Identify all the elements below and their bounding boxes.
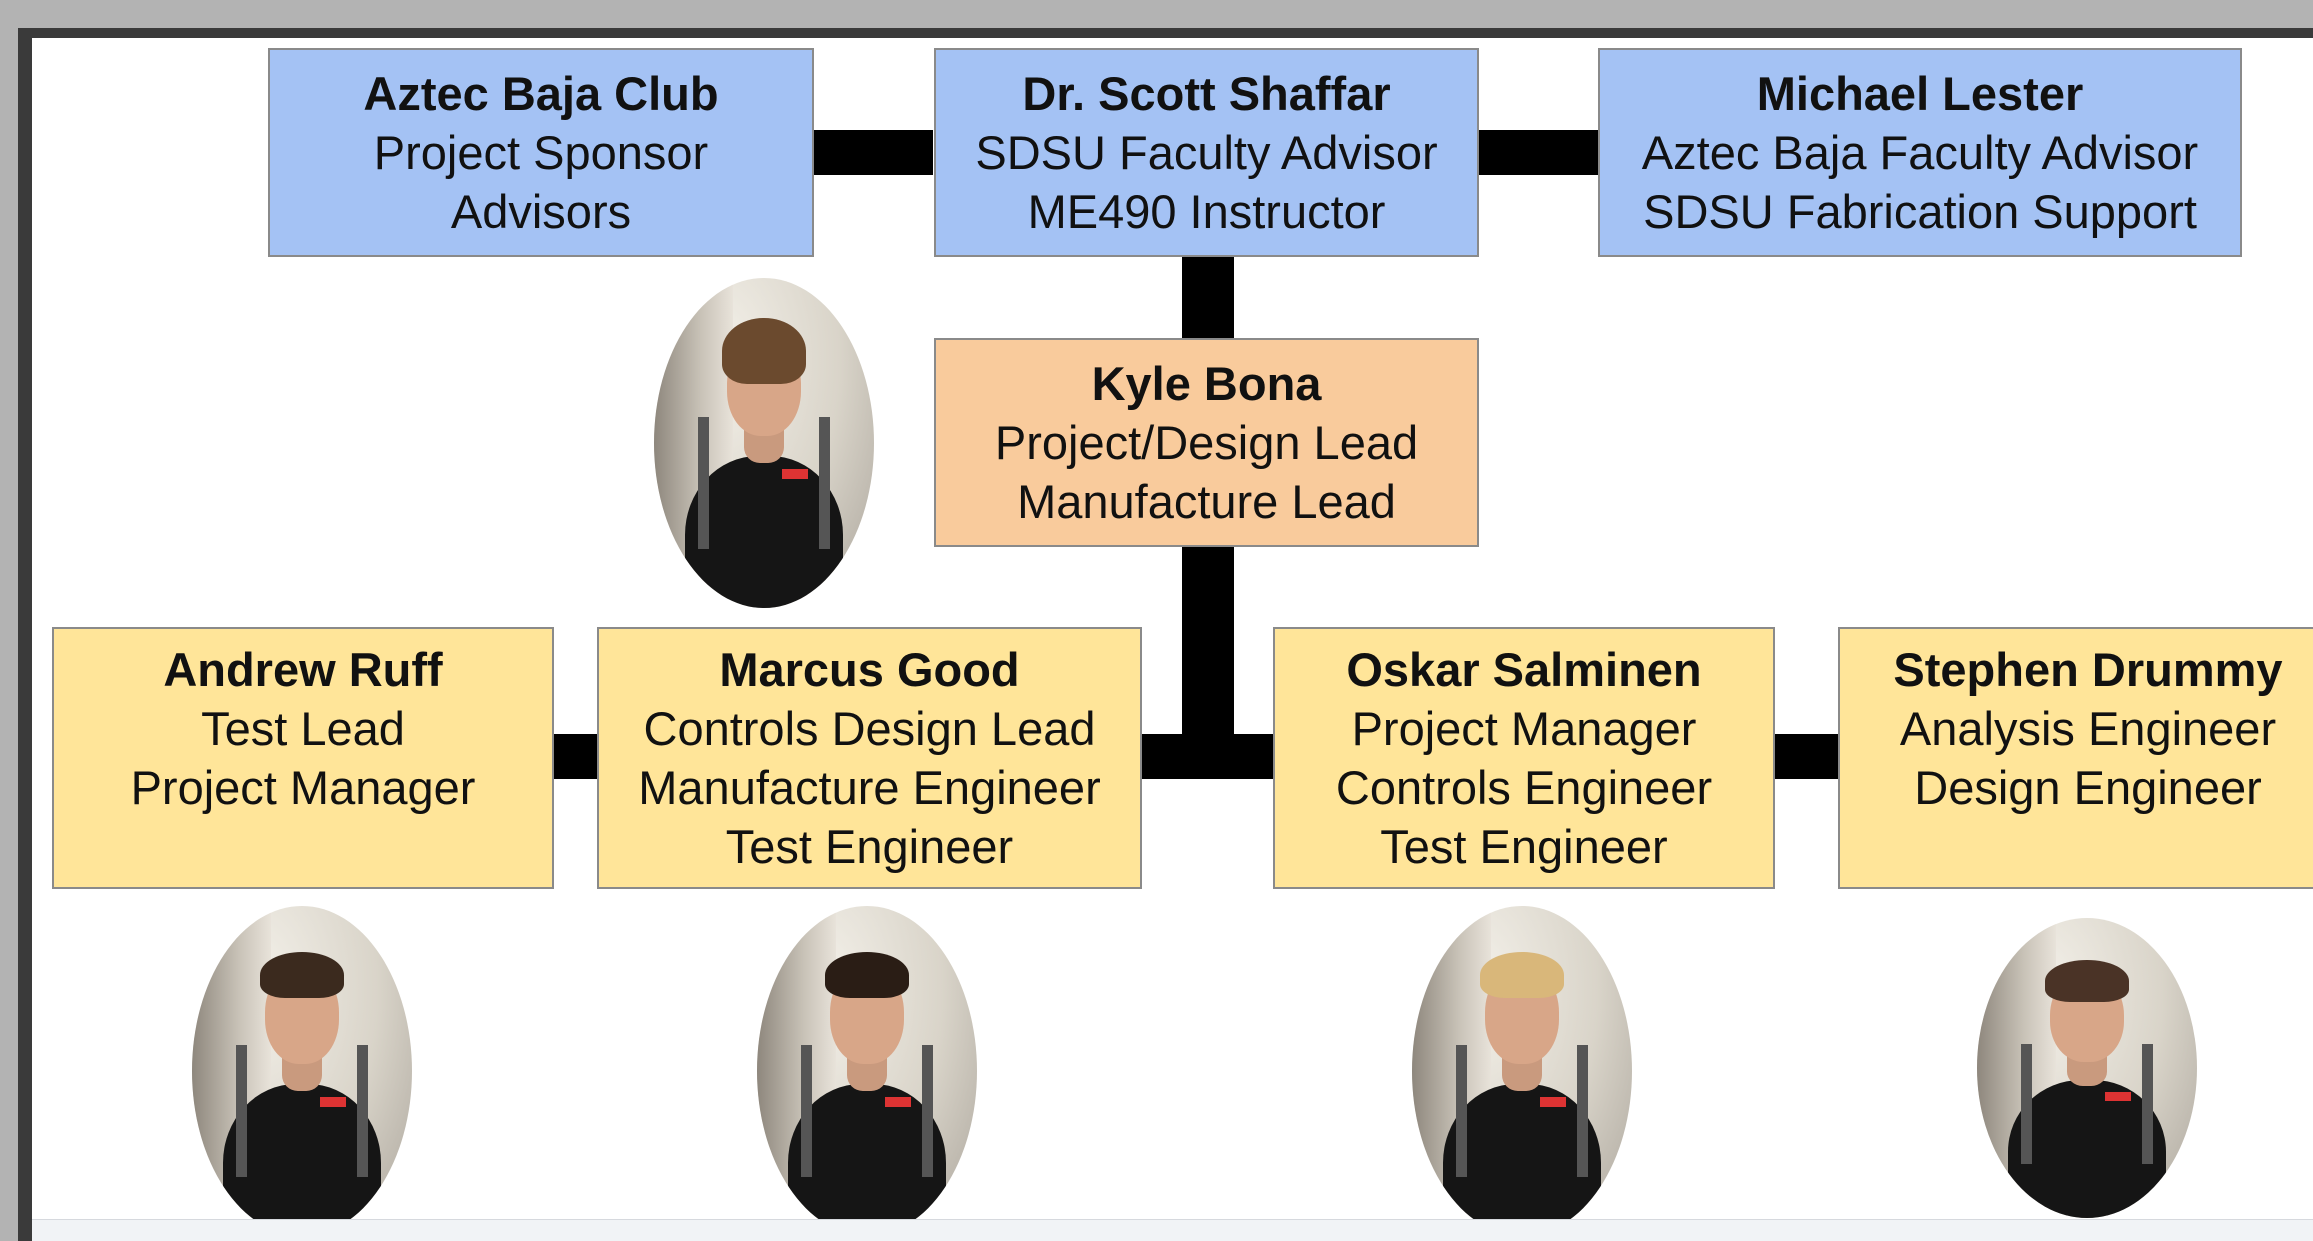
team-role: Test Engineer <box>1380 820 1668 873</box>
photo-oskar-salminen <box>1412 906 1632 1236</box>
team-role: Controls Design Lead <box>643 702 1096 755</box>
advisor-box-aztec-baja-club: Aztec Baja Club Project Sponsor Advisors <box>268 48 814 257</box>
advisor-role: SDSU Faculty Advisor <box>975 126 1438 179</box>
advisor-role: Aztec Baja Faculty Advisor <box>1641 126 2199 179</box>
advisor-role: Advisors <box>450 185 632 238</box>
team-role: Manufacture Engineer <box>638 761 1101 814</box>
lead-role: Project/Design Lead <box>994 416 1419 469</box>
team-box-oskar-salminen: Oskar Salminen Project Manager Controls … <box>1273 627 1775 889</box>
team-name: Marcus Good <box>719 643 1020 696</box>
photo-andrew-ruff <box>192 906 412 1236</box>
advisor-role: ME490 Instructor <box>1027 185 1386 238</box>
team-role: Design Engineer <box>1914 761 2262 814</box>
team-role: Test Lead <box>201 702 405 755</box>
team-name: Stephen Drummy <box>1893 643 2283 696</box>
team-role: Analysis Engineer <box>1899 702 2277 755</box>
photo-kyle-bona <box>654 278 874 608</box>
advisor-name: Aztec Baja Club <box>363 67 719 120</box>
connector-kyle-team <box>1182 546 1234 736</box>
advisor-name: Dr. Scott Shaffar <box>1022 67 1391 120</box>
advisor-box-scott-shaffar: Dr. Scott Shaffar SDSU Faculty Advisor M… <box>934 48 1479 257</box>
team-role: Test Engineer <box>725 820 1014 873</box>
bottom-strip <box>32 1219 2313 1241</box>
connector-shaffar-kyle <box>1182 256 1234 338</box>
advisor-name: Michael Lester <box>1756 67 2084 120</box>
team-role: Controls Engineer <box>1335 761 1713 814</box>
advisor-role: Project Sponsor <box>373 126 709 179</box>
connector-oskar-stephen <box>1773 734 1840 779</box>
advisor-box-michael-lester: Michael Lester Aztec Baja Faculty Adviso… <box>1598 48 2242 257</box>
lead-name: Kyle Bona <box>1091 357 1322 410</box>
team-box-marcus-good: Marcus Good Controls Design Lead Manufac… <box>597 627 1142 889</box>
team-role: Project Manager <box>1351 702 1697 755</box>
connector-team-bar <box>1140 734 1275 779</box>
connector-club-shaffar <box>812 130 933 175</box>
connector-andrew-marcus <box>554 734 599 779</box>
team-box-andrew-ruff: Andrew Ruff Test Lead Project Manager <box>52 627 554 889</box>
photo-stephen-drummy <box>1977 918 2197 1218</box>
org-chart: Aztec Baja Club Project Sponsor Advisors… <box>32 38 2313 1241</box>
team-name: Oskar Salminen <box>1346 643 1702 696</box>
team-role: Project Manager <box>130 761 476 814</box>
lead-role: Manufacture Lead <box>1017 475 1396 528</box>
team-box-stephen-drummy: Stephen Drummy Analysis Engineer Design … <box>1838 627 2313 889</box>
lead-box-kyle-bona: Kyle Bona Project/Design Lead Manufactur… <box>934 338 1479 547</box>
connector-shaffar-lester <box>1477 130 1598 175</box>
advisor-role: SDSU Fabrication Support <box>1643 185 2197 238</box>
photo-marcus-good <box>757 906 977 1236</box>
team-name: Andrew Ruff <box>163 643 443 696</box>
